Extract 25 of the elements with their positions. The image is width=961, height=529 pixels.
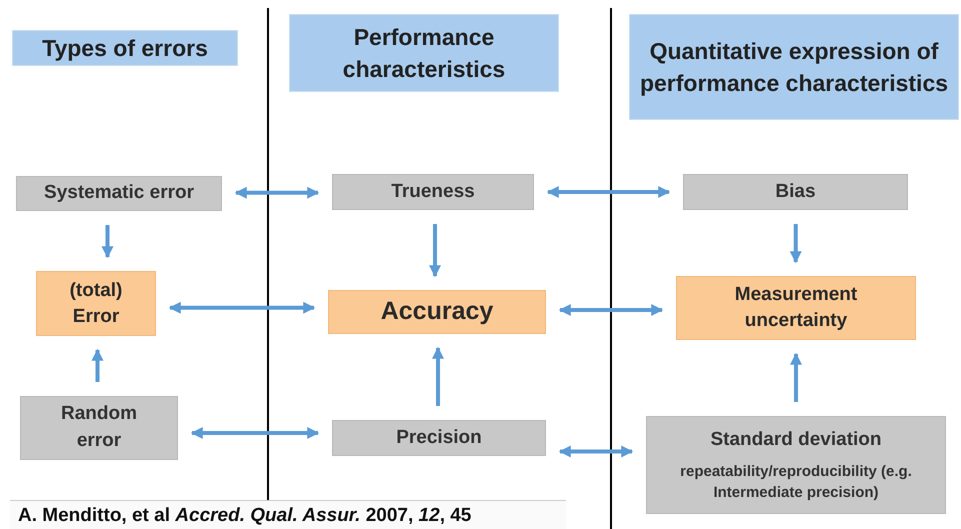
citation: A. Menditto, et al Accred. Qual. Assur. 2007, 12, 45 bbox=[10, 500, 566, 529]
arrow bbox=[234, 186, 320, 199]
arrow bbox=[790, 224, 802, 264]
column-header: Performance characteristics bbox=[289, 14, 559, 92]
arrow bbox=[102, 225, 114, 258]
concept-box: Random error bbox=[20, 396, 178, 460]
arrow bbox=[429, 224, 441, 278]
arrow bbox=[168, 302, 316, 314]
arrow bbox=[558, 446, 634, 458]
column-header: Quantitative expression of performance characteristics bbox=[629, 14, 959, 120]
result-box: Measurement uncertainty bbox=[676, 276, 916, 340]
result-box: Accuracy bbox=[328, 290, 546, 334]
concept-box: Standard deviation repeatability/reproducibility (e.g. Intermediate precision) bbox=[646, 416, 946, 514]
arrow bbox=[546, 186, 670, 198]
concept-box: Bias bbox=[683, 174, 908, 210]
arrow bbox=[790, 352, 802, 402]
arrow bbox=[92, 348, 104, 382]
arrow bbox=[432, 346, 444, 406]
arrow bbox=[190, 427, 320, 439]
arrow bbox=[558, 304, 664, 316]
concept-box: Trueness bbox=[332, 174, 534, 210]
column-header: Types of errors bbox=[12, 30, 238, 66]
concept-box: Precision bbox=[332, 420, 546, 456]
result-box: (total) Error bbox=[36, 271, 156, 336]
concept-box: Systematic error bbox=[16, 176, 222, 211]
